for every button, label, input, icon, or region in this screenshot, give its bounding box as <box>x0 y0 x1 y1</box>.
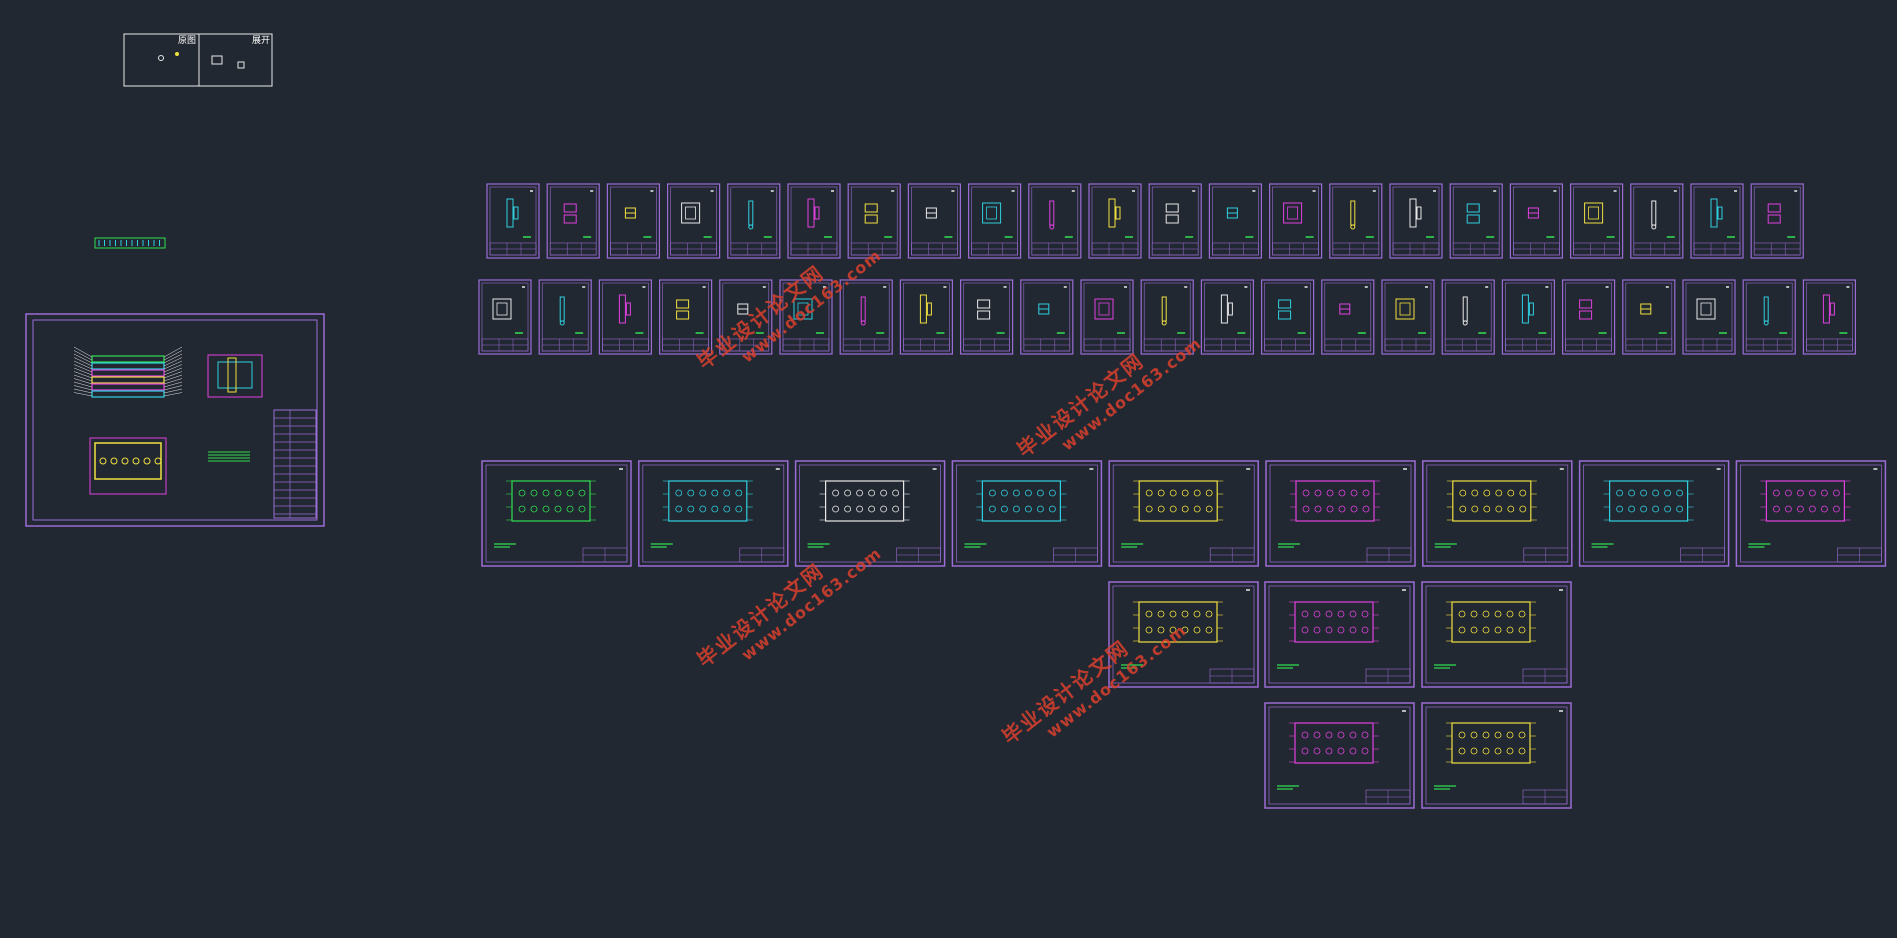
part-sheets-row-1[interactable] <box>486 183 1804 259</box>
part-sheets-row-2[interactable] <box>478 279 1857 355</box>
strip-layout[interactable] <box>94 237 166 249</box>
plate-sheets-row-3[interactable] <box>1264 702 1572 809</box>
plate-sheets-row-1[interactable] <box>481 460 1887 567</box>
legend-box <box>123 33 273 87</box>
legend-left-label: 原图 <box>178 36 197 46</box>
assembly-drawing-sheet[interactable] <box>25 313 325 527</box>
plate-sheets-row-2[interactable] <box>1108 581 1572 688</box>
legend-right-label: 展开 <box>252 36 271 46</box>
